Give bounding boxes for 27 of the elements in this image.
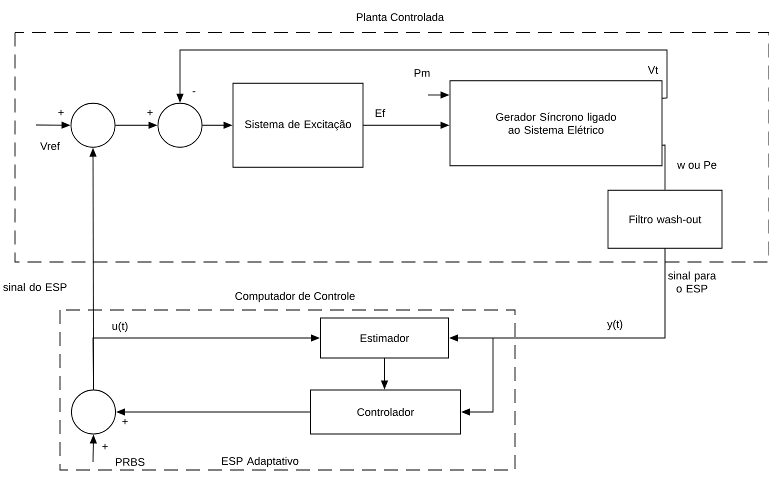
block-box: Sistema de Excitação xyxy=(232,82,364,168)
sign-label: + xyxy=(122,418,128,424)
edge-label: PRBS xyxy=(116,458,144,466)
sign-label: + xyxy=(147,110,153,116)
summing-junction xyxy=(71,390,116,434)
edge-label: Pm xyxy=(414,69,430,77)
sign-label: + xyxy=(102,444,108,450)
summing-junction xyxy=(158,102,202,148)
signal-label: sinal do ESP xyxy=(3,282,67,292)
edge-label: w ou Pe xyxy=(677,161,716,169)
node-label: Computador de Controle xyxy=(235,292,355,302)
signal-line xyxy=(662,144,666,190)
edge-label: Vref xyxy=(40,142,60,150)
edge-label: u(t) xyxy=(112,322,128,332)
node-label: Planta Controlada xyxy=(356,12,444,22)
block-box: Gerador Síncrono ligado ao Sistema Elétrico xyxy=(450,80,662,166)
signal-label: sinal para o ESP xyxy=(668,271,716,293)
block-box: Controlador xyxy=(310,390,461,434)
block-label: ESP Adaptativo xyxy=(222,456,298,468)
edge-label: Ef xyxy=(376,109,386,117)
block-box: Filtro wash-out xyxy=(608,190,722,249)
edge-label: y(t) xyxy=(607,320,622,330)
block-box: Estimador xyxy=(320,318,449,358)
edge-label: Vt xyxy=(648,66,658,74)
summing-junction xyxy=(70,102,116,148)
sign-label: + xyxy=(58,110,64,116)
sign-label: - xyxy=(192,91,196,92)
